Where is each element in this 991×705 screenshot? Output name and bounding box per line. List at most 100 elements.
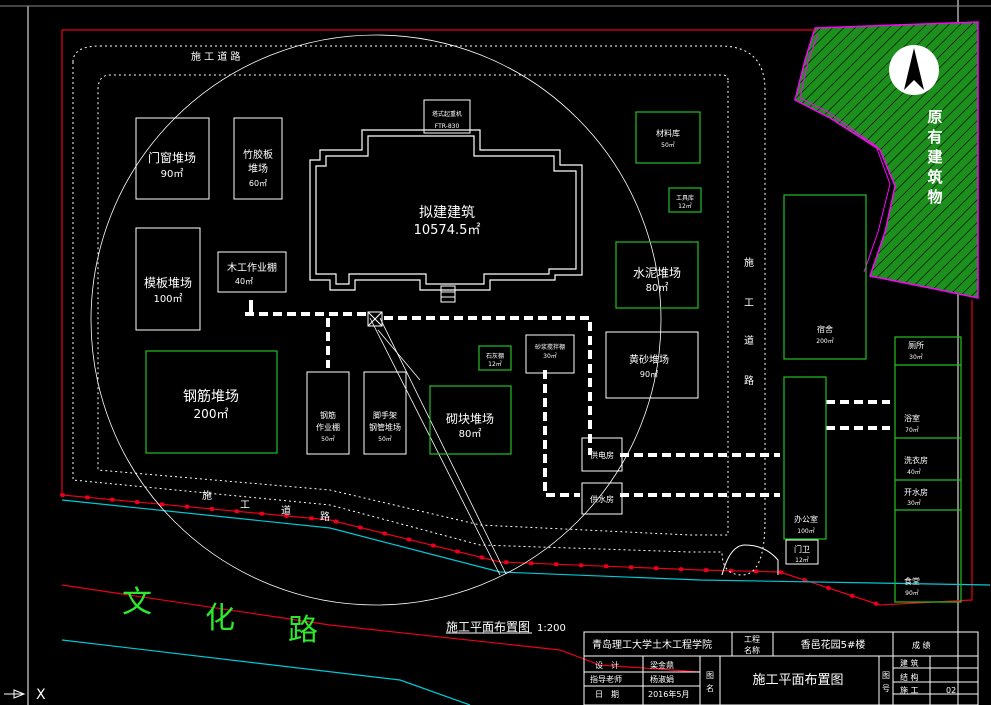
boundary-dots xyxy=(60,493,882,607)
discipline-struct: 结 构 xyxy=(900,672,919,682)
road-right-2: 工 xyxy=(744,298,754,309)
tool-area: 12㎡ xyxy=(678,202,692,210)
street-char-2: 化 xyxy=(205,601,235,636)
rebar-yard-label: 钢筋堆场 xyxy=(183,388,239,405)
existing-building-char-2: 有 xyxy=(927,128,942,146)
sand-label: 黄砂堆场 xyxy=(629,353,669,366)
street-edge-top xyxy=(61,499,991,586)
existing-building-char-4: 筑 xyxy=(926,168,942,186)
road-right-1: 施 xyxy=(744,256,754,269)
construction-road xyxy=(97,45,766,536)
north-arrow-icon xyxy=(904,48,924,90)
door-window-label: 门窗堆场 xyxy=(148,150,196,165)
scaffold-area: 50㎡ xyxy=(378,435,392,443)
crane-arm-2 xyxy=(379,317,507,575)
tool-label: 工具库 xyxy=(676,194,694,202)
canteen-area: 90㎡ xyxy=(905,589,919,597)
ucs-arrow-icon xyxy=(13,689,26,699)
existing-building-char-3: 建 xyxy=(927,148,943,166)
door-window-area: 90㎡ xyxy=(161,168,184,180)
bath-area: 70㎡ xyxy=(905,426,919,434)
building-label: 拟建建筑 xyxy=(419,205,475,221)
carpentry-area: 40㎡ xyxy=(235,277,253,286)
guard-area: 12㎡ xyxy=(795,556,809,564)
road-bottom-1: 施 xyxy=(202,489,212,502)
rebar-shed-2: 作业棚 xyxy=(316,422,340,432)
existing-building-edge xyxy=(799,33,891,273)
title-block xyxy=(583,631,979,705)
designer-name: 梁金鼎 xyxy=(650,660,674,670)
road-bottom-4: 路 xyxy=(320,510,330,523)
material-area: 50㎡ xyxy=(661,141,675,149)
advisor-label: 指导老师 xyxy=(590,674,622,684)
carpentry-label: 木工作业棚 xyxy=(227,261,277,274)
street-char-3: 路 xyxy=(288,613,318,648)
canteen-label: 食堂 xyxy=(904,576,920,586)
block-area: 80㎡ xyxy=(459,428,482,440)
material-label: 材料库 xyxy=(656,128,680,138)
mortar-area: 30㎡ xyxy=(543,352,557,360)
road-label-top: 施 工 道 路 xyxy=(191,50,241,63)
rebar-shed-area: 50㎡ xyxy=(321,435,335,443)
drawing-name: 施工平面布置图 xyxy=(752,673,843,688)
crane-base xyxy=(367,311,383,327)
scaffold-2: 钢管堆场 xyxy=(369,422,401,432)
cement-area: 80㎡ xyxy=(646,282,669,294)
dorm-area: 200㎡ xyxy=(816,337,833,345)
grade-label: 成 绩 xyxy=(912,640,931,650)
building-outline-outer xyxy=(309,129,583,291)
green-boxes xyxy=(145,111,962,603)
formwork-area: 100㎡ xyxy=(153,293,182,305)
discipline-const: 施 工 xyxy=(900,685,919,695)
toilet-area: 30㎡ xyxy=(909,353,923,361)
crane-label: 塔式起重机 xyxy=(432,110,462,118)
white-boxes xyxy=(135,99,819,565)
road-right-4: 路 xyxy=(744,374,754,387)
mortar-label: 砂浆搅拌棚 xyxy=(535,343,565,351)
guard-label: 门卫 xyxy=(794,544,810,554)
office-label: 办公室 xyxy=(794,514,818,524)
laundry-label: 洗衣房 xyxy=(904,455,928,465)
construction-road-outer xyxy=(72,45,766,576)
crane-model: FTR-830 xyxy=(435,123,460,130)
hoist xyxy=(440,285,456,303)
school-name: 青岛理工大学土木工程学院 xyxy=(592,638,712,651)
crane-radius xyxy=(90,34,662,606)
crane-base-x2 xyxy=(367,311,383,327)
board-area: 60㎡ xyxy=(249,179,267,188)
advisor-name: 杨淑娟 xyxy=(650,674,674,684)
plan-title: 施工平面布置图 xyxy=(446,620,530,634)
boiler-area: 30㎡ xyxy=(907,499,921,507)
road-bottom-3: 道 xyxy=(281,504,291,517)
formwork-label: 模板堆场 xyxy=(144,276,192,290)
road-bottom-2: 工 xyxy=(240,500,250,511)
building-outline-inner xyxy=(315,135,577,285)
scaffold-1: 脚手架 xyxy=(373,410,397,420)
drawing-label-2: 名 xyxy=(706,683,714,693)
board-label-2: 堆场 xyxy=(248,162,268,175)
office-area: 100㎡ xyxy=(797,527,814,535)
existing-building-char-1: 原 xyxy=(927,108,942,126)
crane-arm-3 xyxy=(377,329,421,381)
number-label-2: 号 xyxy=(882,684,890,693)
discipline-arch: 建 筑 xyxy=(900,658,919,668)
rebar-shed-1: 钢筋 xyxy=(320,410,336,420)
dorm-label: 宿舍 xyxy=(817,324,833,334)
laundry-area: 40㎡ xyxy=(907,468,921,476)
designer-label: 设 计 xyxy=(595,660,619,670)
crane-arm-1 xyxy=(369,317,501,576)
gate-curve xyxy=(721,544,779,576)
existing-building-char-5: 物 xyxy=(927,188,942,206)
street-edge-red xyxy=(61,584,701,673)
water-room-label: 供水房 xyxy=(590,494,614,504)
drawing-label-1: 图 xyxy=(706,671,714,680)
utility-lines xyxy=(245,312,890,497)
lime-label: 石灰棚 xyxy=(486,352,504,360)
power-room-label: 供电房 xyxy=(590,450,614,460)
existing-building-hatch xyxy=(794,21,979,299)
ucs-x-label: X xyxy=(36,687,46,703)
sheet-number: 02 xyxy=(946,686,956,695)
road-right-3: 道 xyxy=(744,334,754,347)
project-name: 香邑花园5#楼 xyxy=(801,638,866,651)
